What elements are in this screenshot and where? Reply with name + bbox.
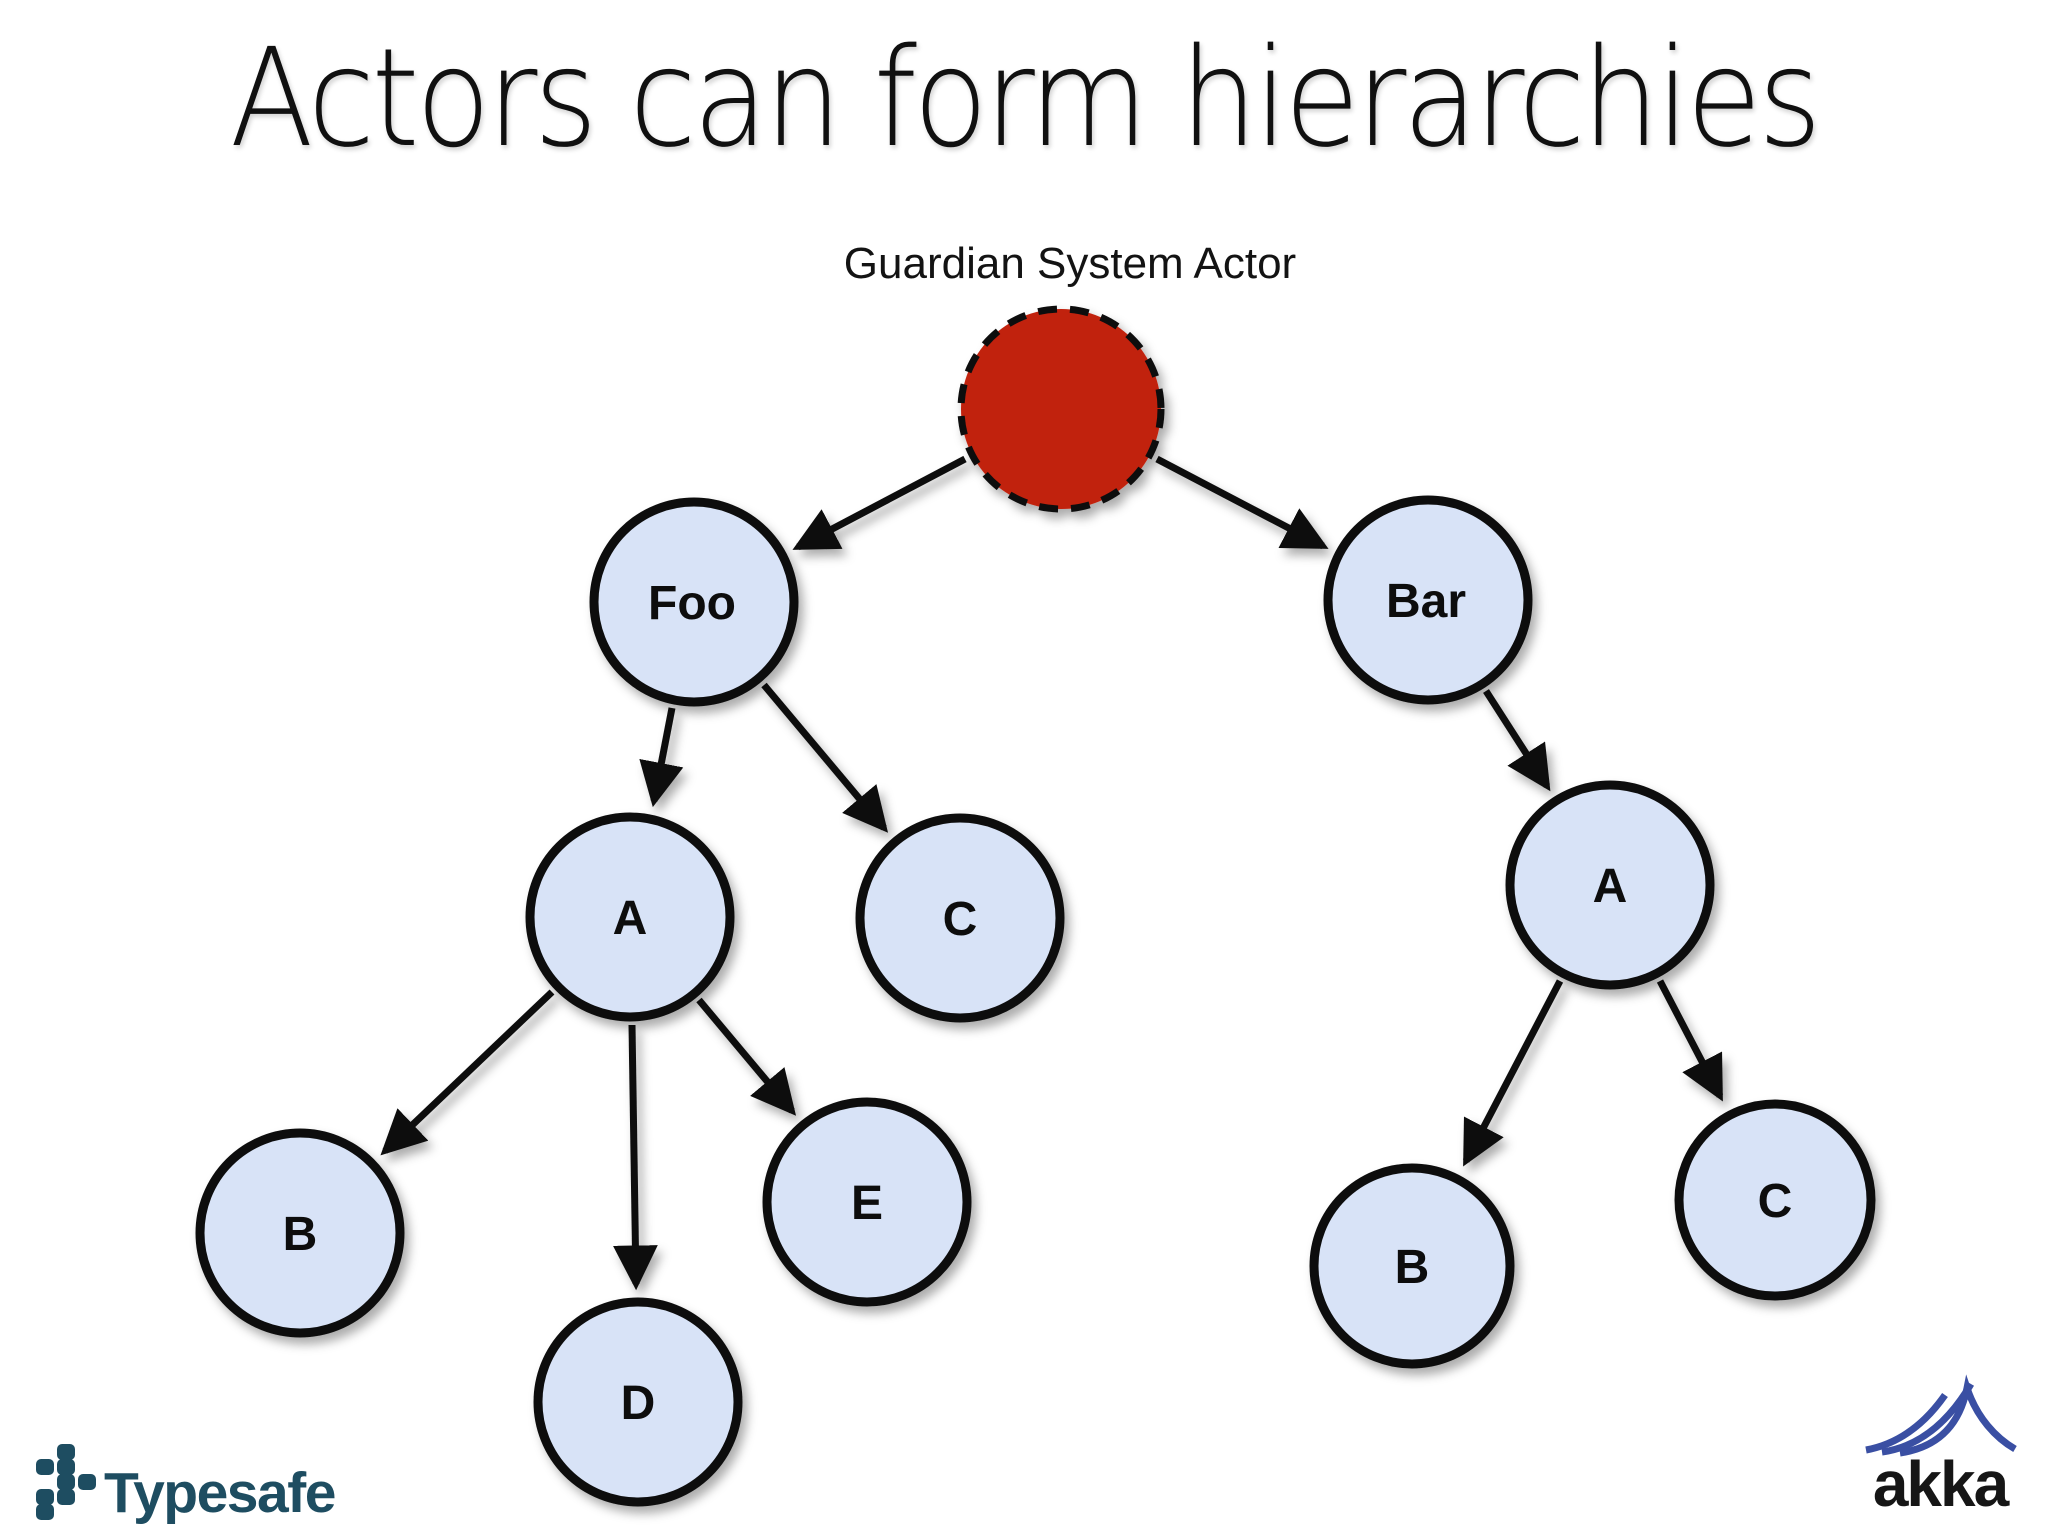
- edge-guardian-foo: [792, 455, 967, 551]
- typesafe-logo-icon: [36, 1444, 96, 1520]
- node-bar-label: Bar: [1386, 575, 1466, 628]
- node-foo: [589, 497, 799, 707]
- node-a-d-label: D: [621, 1377, 656, 1430]
- node-a-b-label: B: [283, 1208, 318, 1261]
- slide-title: Actors can form hierarchies: [229, 20, 1822, 178]
- edge-bara-c: [1656, 979, 1724, 1102]
- node-a-e-label: E: [851, 1177, 883, 1230]
- edge-guardian-bar: [1155, 455, 1329, 550]
- typesafe-logo: Typesafe: [36, 1444, 336, 1525]
- node-bar-a: [1505, 780, 1715, 990]
- edge-foo-c: [761, 682, 889, 833]
- node-foo-a: [525, 812, 735, 1022]
- node-a-b: [195, 1128, 405, 1338]
- nodes-group: Foo Bar A C B D E A B C: [195, 305, 1876, 1507]
- typesafe-wordmark: Typesafe: [104, 1461, 335, 1525]
- node-foo-c-label: C: [943, 893, 978, 946]
- node-bara-c-label: C: [1758, 1175, 1793, 1228]
- node-bar: [1323, 495, 1533, 705]
- node-bar-a-label: A: [1593, 860, 1628, 913]
- edge-a-b: [380, 989, 555, 1156]
- node-foo-a-label: A: [613, 892, 648, 945]
- akka-wordmark: akka: [1873, 1448, 2010, 1520]
- guardian-system-actor-label: Guardian System Actor: [844, 239, 1296, 288]
- node-bara-b: [1309, 1163, 1515, 1369]
- node-foo-c: [855, 813, 1065, 1023]
- edges-group: [380, 455, 1724, 1291]
- node-a-d: [533, 1297, 743, 1507]
- node-bara-c: [1674, 1099, 1876, 1301]
- node-a-e: [762, 1097, 972, 1307]
- edge-a-d: [613, 1024, 658, 1291]
- edge-bara-b: [1462, 979, 1564, 1167]
- akka-logo: akka: [1865, 1374, 2017, 1520]
- node-bara-b-label: B: [1395, 1241, 1430, 1294]
- edge-a-e: [696, 997, 797, 1116]
- edge-foo-a: [639, 707, 684, 808]
- edge-bar-a: [1483, 689, 1551, 792]
- node-foo-label: Foo: [648, 577, 736, 630]
- akka-mountain-icon: [1865, 1374, 2017, 1457]
- node-guardian-system-actor: [957, 305, 1165, 513]
